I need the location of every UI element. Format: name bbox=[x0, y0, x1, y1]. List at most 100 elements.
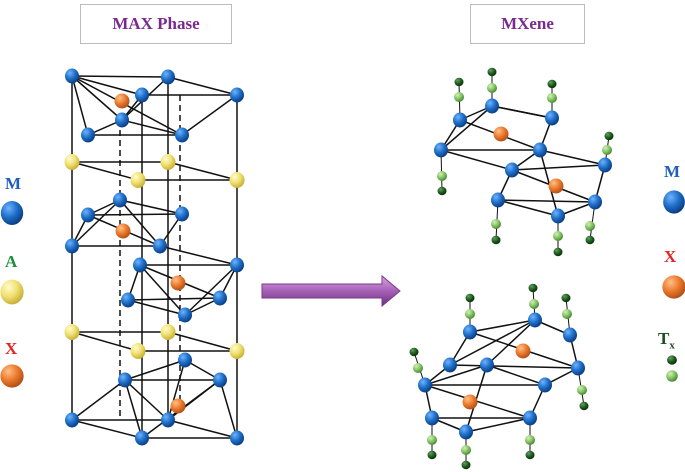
a-atom bbox=[64, 154, 80, 170]
a-atom bbox=[64, 324, 80, 340]
tx-atom-light bbox=[553, 231, 563, 241]
transformation-arrow bbox=[261, 274, 401, 308]
tx-atom-light bbox=[602, 145, 612, 155]
x-atom bbox=[115, 223, 131, 239]
tx-atom-dark bbox=[547, 79, 557, 89]
tx-atom-dark bbox=[465, 293, 475, 303]
legend-left-a-label: A bbox=[5, 252, 18, 271]
x-atom bbox=[0, 364, 24, 388]
tx-atom-dark bbox=[561, 293, 571, 303]
tx-atom-light bbox=[413, 363, 423, 373]
m-atom bbox=[118, 372, 132, 388]
m-atom bbox=[563, 327, 577, 343]
tx-atom-dark bbox=[409, 347, 419, 357]
tx-atom-light bbox=[562, 309, 572, 319]
m-atom bbox=[81, 127, 95, 143]
max-phase-atoms bbox=[64, 68, 245, 446]
m-atom bbox=[135, 430, 149, 446]
m-atom bbox=[434, 142, 448, 158]
m-atom bbox=[175, 206, 189, 222]
x-atom bbox=[170, 398, 186, 414]
tx-atom-light bbox=[491, 219, 501, 229]
tx-atom-dark bbox=[437, 186, 447, 196]
m-atom bbox=[505, 162, 519, 178]
tx-atom-light bbox=[585, 221, 595, 231]
m-atom bbox=[459, 424, 473, 440]
m-atom bbox=[135, 87, 149, 103]
m-atom bbox=[523, 410, 537, 426]
m-atom bbox=[161, 412, 175, 428]
m-atom bbox=[598, 157, 612, 173]
a-atom bbox=[130, 343, 146, 359]
m-atom bbox=[453, 112, 467, 128]
tx-atom-dark bbox=[491, 235, 501, 245]
m-atom bbox=[230, 257, 244, 273]
m-atom bbox=[213, 290, 227, 306]
m-atom bbox=[65, 238, 79, 254]
m-atom bbox=[178, 307, 192, 323]
m-atom bbox=[538, 377, 552, 393]
tx-atom-dark bbox=[525, 450, 535, 460]
tx-atom-light bbox=[427, 435, 437, 445]
legend-atoms bbox=[0, 190, 685, 388]
tx-atom-light bbox=[577, 385, 587, 395]
tx-atom-light bbox=[465, 309, 475, 319]
m-atom bbox=[133, 257, 147, 273]
tx-atom-dark bbox=[667, 355, 677, 365]
a-atom bbox=[160, 154, 176, 170]
m-atom bbox=[485, 98, 499, 114]
tx-atom-dark bbox=[454, 77, 464, 87]
m-atom bbox=[175, 127, 189, 143]
tx-atom-light bbox=[529, 299, 539, 309]
m-atom bbox=[0, 201, 24, 225]
tx-atom-light bbox=[461, 445, 471, 455]
x-atom bbox=[462, 394, 478, 410]
m-atom bbox=[230, 87, 244, 103]
tx-atom-dark bbox=[585, 235, 595, 245]
legend-right-x-label: X bbox=[664, 247, 677, 266]
m-atom bbox=[425, 410, 439, 426]
a-atom bbox=[229, 343, 245, 359]
m-atom bbox=[65, 68, 79, 84]
m-atom bbox=[551, 208, 565, 224]
tx-atom-light bbox=[525, 435, 535, 445]
a-atom bbox=[0, 279, 24, 305]
m-atom bbox=[480, 357, 494, 373]
m-atom bbox=[463, 324, 477, 340]
tx-atom-light bbox=[437, 171, 447, 181]
tx-atom-dark bbox=[604, 131, 614, 141]
m-atom bbox=[153, 238, 167, 254]
m-atom bbox=[528, 312, 542, 328]
x-atom bbox=[548, 178, 564, 194]
max-phase-bonds bbox=[71, 75, 238, 439]
m-atom bbox=[213, 372, 227, 388]
m-atom bbox=[443, 357, 457, 373]
tx-atom-dark bbox=[487, 67, 497, 77]
m-atom bbox=[663, 190, 685, 214]
mxene-title: MXene bbox=[470, 4, 585, 44]
max-phase-title: MAX Phase bbox=[80, 4, 232, 44]
tx-atom-dark bbox=[579, 401, 589, 411]
tx-atom-light bbox=[666, 370, 678, 382]
m-atom bbox=[571, 360, 585, 376]
a-atom bbox=[229, 172, 245, 188]
m-atom bbox=[121, 292, 135, 308]
m-atom bbox=[161, 69, 175, 85]
legend-right-m-label: M bbox=[664, 162, 681, 181]
tx-atom-light bbox=[547, 93, 557, 103]
legend-right-tx-label: Tx bbox=[658, 329, 675, 352]
tx-atom-dark bbox=[553, 247, 563, 257]
tx-atom-light bbox=[454, 92, 464, 102]
x-atom bbox=[662, 275, 685, 299]
legend-left-x-label: X bbox=[5, 339, 18, 358]
tx-atom-dark bbox=[528, 283, 538, 293]
tx-atom-light bbox=[487, 83, 497, 93]
tx-atom-dark bbox=[427, 450, 437, 460]
m-atom bbox=[65, 412, 79, 428]
m-atom bbox=[115, 112, 129, 128]
x-atom bbox=[515, 343, 531, 359]
mxene-atoms bbox=[409, 67, 614, 470]
m-atom bbox=[418, 377, 432, 393]
m-atom bbox=[81, 207, 95, 223]
